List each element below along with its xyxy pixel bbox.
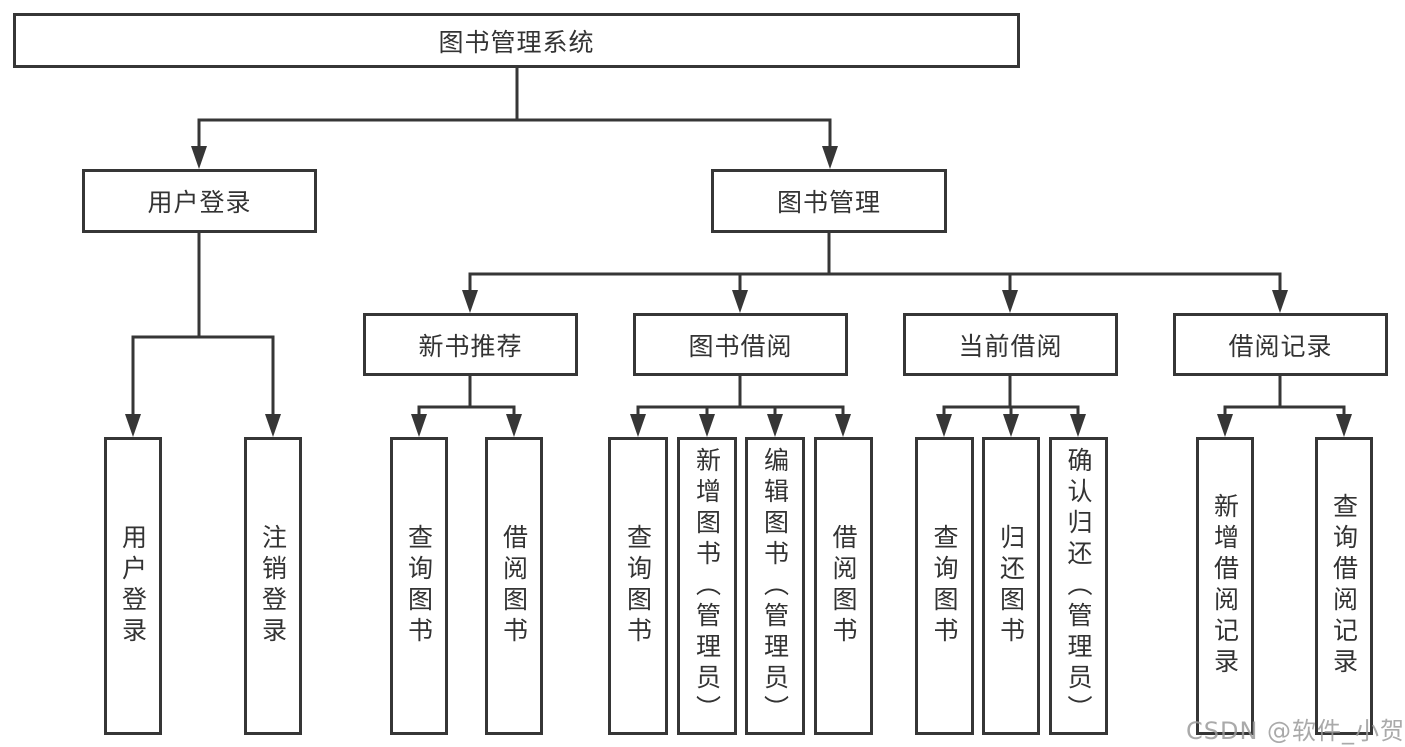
node-leaf-query-books-borrowing-label: 查询图书 <box>623 524 653 648</box>
node-leaf-add-borrow-record: 新增借阅记录 <box>1196 437 1254 735</box>
node-user-login-label: 用户登录 <box>147 188 252 217</box>
node-book-borrowing-label: 图书借阅 <box>688 331 793 361</box>
node-leaf-logout-label: 注销登录 <box>258 524 288 648</box>
arrowheads-level2 <box>191 146 838 169</box>
node-leaf-query-books-current-label: 查询图书 <box>930 524 959 648</box>
node-leaf-borrow-books-recommend: 借阅图书 <box>485 437 543 735</box>
arrowheads-book-mgmt-children <box>462 290 1288 313</box>
node-leaf-borrow-books: 借阅图书 <box>814 437 873 735</box>
node-leaf-logout: 注销登录 <box>244 437 302 735</box>
node-leaf-add-borrow-record-label: 新增借阅记录 <box>1210 493 1240 679</box>
connector-current-children <box>942 376 1080 416</box>
node-leaf-edit-books-admin: 编辑图书（管理员） <box>745 437 805 735</box>
node-borrowing-records: 借阅记录 <box>1173 313 1388 376</box>
node-leaf-query-borrow-record-label: 查询借阅记录 <box>1329 493 1359 679</box>
csdn-watermark: CSDN @软件_小贺同学 <box>1186 717 1405 745</box>
node-leaf-query-books-current: 查询图书 <box>915 437 974 735</box>
node-current-borrowing-label: 当前借阅 <box>958 331 1063 361</box>
arrowheads-user-login-children <box>125 414 281 437</box>
node-leaf-edit-books-admin-label: 编辑图书（管理员） <box>760 446 790 726</box>
node-leaf-return-books: 归还图书 <box>982 437 1040 735</box>
connector-book-mgmt-children <box>468 233 1282 292</box>
connector-records-children <box>1223 376 1346 416</box>
node-leaf-confirm-return-admin: 确认归还（管理员） <box>1049 437 1108 735</box>
node-leaf-query-borrow-record: 查询借阅记录 <box>1315 437 1373 735</box>
node-new-book-recommend-label: 新书推荐 <box>418 331 523 361</box>
node-leaf-query-books-borrowing: 查询图书 <box>608 437 668 735</box>
arrowheads-recommend-children <box>411 414 522 437</box>
node-book-management-label: 图书管理 <box>776 188 881 217</box>
connector-root-to-level2 <box>197 68 832 147</box>
node-leaf-borrow-books-label: 借阅图书 <box>829 524 858 648</box>
node-leaf-query-books-recommend: 查询图书 <box>390 437 448 735</box>
node-leaf-user-login: 用户登录 <box>104 437 162 735</box>
arrowheads-borrowing-children <box>630 414 851 437</box>
node-leaf-user-login-label: 用户登录 <box>118 524 148 648</box>
node-book-management: 图书管理 <box>711 169 947 233</box>
node-library-system-label: 图书管理系统 <box>438 27 595 57</box>
node-leaf-borrow-books-recommend-label: 借阅图书 <box>499 524 529 648</box>
arrowheads-records-children <box>1217 414 1352 437</box>
node-borrowing-records-label: 借阅记录 <box>1228 331 1333 361</box>
node-leaf-add-books-admin-label: 新增图书（管理员） <box>692 446 722 726</box>
arrowheads-current-children <box>936 414 1086 437</box>
connector-borrowing-children <box>636 376 845 416</box>
connector-user-login-children <box>131 233 275 416</box>
node-new-book-recommend: 新书推荐 <box>363 313 578 376</box>
node-leaf-add-books-admin: 新增图书（管理员） <box>677 437 737 735</box>
node-current-borrowing: 当前借阅 <box>903 313 1118 376</box>
node-user-login: 用户登录 <box>82 169 317 233</box>
node-leaf-confirm-return-admin-label: 确认归还（管理员） <box>1064 446 1093 726</box>
connector-recommend-children <box>417 376 516 416</box>
node-library-system: 图书管理系统 <box>13 13 1020 68</box>
node-leaf-return-books-label: 归还图书 <box>996 524 1026 648</box>
node-leaf-query-books-recommend-label: 查询图书 <box>404 524 434 648</box>
node-book-borrowing: 图书借阅 <box>633 313 848 376</box>
